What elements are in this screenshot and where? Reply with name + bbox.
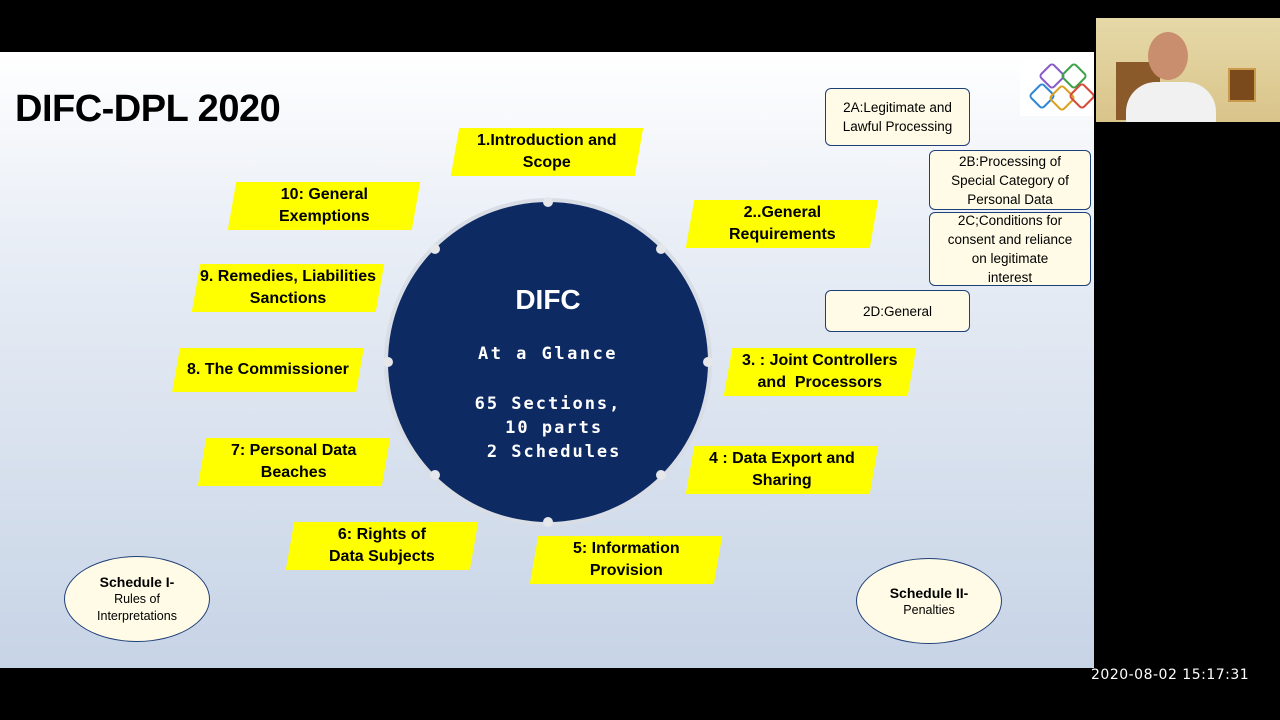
part-4-label: 4 : Data Export and Sharing <box>709 448 855 492</box>
schedule-1-ellipse: Schedule I- Rules of Interpretations <box>64 556 210 642</box>
part-2-label: 2..General Requirements <box>729 202 836 246</box>
presenter-head-shape <box>1148 32 1188 80</box>
wall-frame-shape <box>1228 68 1256 102</box>
part-9-label: 9. Remedies, Liabilities Sanctions <box>200 266 376 310</box>
subpart-2a-box: 2A:Legitimate and Lawful Processing <box>825 88 970 146</box>
part-8-label: 8. The Commissioner <box>187 359 349 381</box>
subpart-2d-box: 2D:General <box>825 290 970 332</box>
slide-title: DIFC-DPL 2020 <box>15 88 280 131</box>
part-4-tag: 4 : Data Export and Sharing <box>686 446 878 494</box>
schedule-1-note: Rules of Interpretations <box>97 591 177 625</box>
part-10-label: 10: General Exemptions <box>279 184 370 228</box>
summary-circle: DIFC At a Glance 65 Sections, 10 parts 2… <box>388 202 708 522</box>
schedule-1-title: Schedule I- <box>100 573 175 591</box>
part-3-tag: 3. : Joint Controllers and Processors <box>724 348 916 396</box>
part-6-tag: 6: Rights of Data Subjects <box>286 522 478 570</box>
subpart-2c-box: 2C;Conditions for consent and reliance o… <box>929 212 1091 286</box>
part-7-tag: 7: Personal Data Beaches <box>198 438 390 486</box>
presentation-slide: DIFC-DPL 2020 DIFC At a Glance 65 Sectio… <box>0 52 1094 668</box>
part-3-label: 3. : Joint Controllers and Processors <box>742 350 898 394</box>
part-5-label: 5: Information Provision <box>573 538 680 582</box>
part-9-tag: 9. Remedies, Liabilities Sanctions <box>192 264 384 312</box>
circle-subtitle: At a Glance <box>388 344 708 364</box>
part-7-label: 7: Personal Data Beaches <box>231 440 356 484</box>
part-1-label: 1.Introduction and Scope <box>477 130 617 174</box>
recording-timestamp: 2020-08-02 15:17:31 <box>1091 667 1249 683</box>
presenter-video-thumbnail[interactable] <box>1096 18 1280 122</box>
circle-details: 65 Sections, 10 parts 2 Schedules <box>388 392 708 464</box>
presenter-shirt-shape <box>1126 82 1216 122</box>
part-8-tag: 8. The Commissioner <box>172 348 364 392</box>
part-10-tag: 10: General Exemptions <box>228 182 420 230</box>
schedule-2-title: Schedule II- <box>890 584 969 602</box>
schedule-2-note: Penalties <box>903 602 954 619</box>
schedule-2-ellipse: Schedule II- Penalties <box>856 558 1002 644</box>
circle-title: DIFC <box>388 284 708 316</box>
part-5-tag: 5: Information Provision <box>530 536 722 584</box>
part-6-label: 6: Rights of Data Subjects <box>329 524 435 568</box>
part-2-tag: 2..General Requirements <box>686 200 878 248</box>
hexagon-cluster-logo-icon <box>1020 60 1092 116</box>
subpart-2b-box: 2B:Processing of Special Category of Per… <box>929 150 1091 210</box>
part-1-tag: 1.Introduction and Scope <box>451 128 643 176</box>
